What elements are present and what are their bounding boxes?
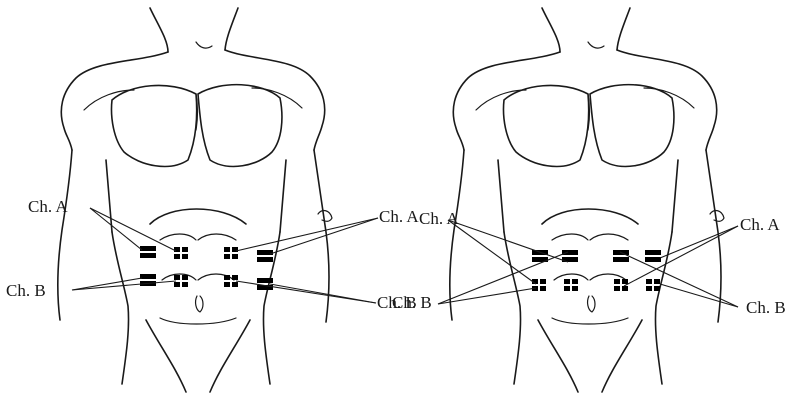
electrode-pad xyxy=(140,253,156,258)
electrode-pad xyxy=(224,275,238,287)
electrode-pad xyxy=(646,279,660,291)
electrode-pad xyxy=(257,278,273,283)
leader-lines xyxy=(438,220,738,307)
electrode-pad xyxy=(140,246,156,251)
electrode-pad xyxy=(174,247,188,259)
torso-drawing xyxy=(450,8,724,392)
channel-a-label: Ch. A xyxy=(419,209,459,228)
electrode-pad xyxy=(174,275,188,287)
electrode-pad xyxy=(140,274,156,279)
channel-a-label: Ch. A xyxy=(740,215,780,234)
channel-b-label: Ch. B xyxy=(6,281,46,300)
electrode-pad xyxy=(562,250,578,255)
electrode-pad xyxy=(257,257,273,262)
electrode-pad xyxy=(532,279,546,291)
channel-a-label: Ch. A xyxy=(28,197,68,216)
electrode-pad xyxy=(613,257,629,262)
channel-a-label: Ch. A xyxy=(379,207,419,226)
electrode-pad xyxy=(224,247,238,259)
torso-panel-left: Ch. A Ch. B Ch. A Ch. B xyxy=(6,8,419,392)
electrode-pad xyxy=(564,279,578,291)
electrode-pad xyxy=(645,257,661,262)
torso-drawing xyxy=(58,8,332,392)
channel-b-label: Ch. B xyxy=(392,293,432,312)
electrode-pad xyxy=(645,250,661,255)
torso-panel-right: Ch. A Ch. B Ch. A Ch. B xyxy=(392,8,786,392)
channel-b-label: Ch. B xyxy=(746,298,786,317)
